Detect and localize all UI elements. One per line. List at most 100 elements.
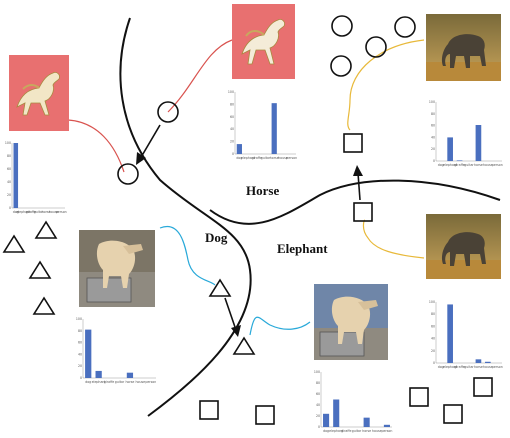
y-tick-label: 20 [431,147,435,151]
y-tick-label: 60 [230,115,234,119]
dog-sample-triangle [2,234,26,253]
x-tick-label: person [492,163,503,167]
horse-thumbnail [9,55,69,131]
region-label-horse: Horse [246,183,280,198]
horse-sample-circle [117,163,139,185]
bar-horse [475,359,482,363]
bar-dog [85,329,92,378]
y-tick-label: 80 [230,102,234,106]
dog-sample-triangle [28,260,52,279]
bar-house [485,361,491,363]
link-horse-left [67,119,125,173]
y-tick-label: 100 [314,370,320,374]
y-tick-label: 0 [433,159,435,163]
horse-sample-circle [330,55,352,77]
dog-sample-triangle [232,336,256,355]
x-tick-label: guitar [352,429,362,433]
arrow-elephant [357,172,361,201]
y-tick-label: 100 [429,300,435,304]
bar-dog [323,413,330,427]
x-tick-label: person [492,365,503,369]
arrow-horse [139,124,161,160]
chart-axis [234,92,296,155]
x-tick-label: giraffe [454,365,464,369]
dog-thumbnail [79,230,155,307]
y-tick-label: 0 [433,361,435,365]
y-tick-label: 60 [78,341,82,345]
dog-sample-triangle [34,220,58,239]
x-tick-label: house [136,380,146,384]
x-tick-label: dog [13,210,19,214]
x-tick-label: guitar [34,210,44,214]
y-tick-label: 20 [316,414,320,418]
y-tick-label: 60 [431,124,435,128]
x-tick-label: horse [474,365,483,369]
x-tick-label: elephant [329,429,344,433]
chart-axis [435,302,502,364]
chart-axis [320,372,392,428]
bar-horse [475,125,482,161]
link-elephant-bottom [362,219,425,259]
dog-sample-triangle [32,296,56,315]
arrow-dog [224,297,237,331]
link-dog-left [159,225,216,286]
bar-horse [363,417,370,427]
x-tick-label: house [49,210,59,214]
elephant-samples [199,133,493,425]
bar-person [383,424,390,427]
x-tick-label: giraffe [454,163,464,167]
y-tick-label: 60 [431,324,435,328]
x-tick-label: guitar [464,163,474,167]
link-dog-bottom [249,316,311,336]
x-tick-label: horse [125,380,134,384]
boundary-curve-main [119,17,252,417]
bar-elephant [447,304,453,363]
y-tick-label: 100 [76,317,82,321]
x-tick-label: giraffe [26,210,36,214]
y-tick-label: 0 [9,206,11,210]
elephant-thumbnail [426,14,501,81]
x-tick-label: elephant [241,156,256,160]
y-tick-label: 100 [5,141,11,145]
y-tick-label: 80 [78,329,82,333]
bar-giraffe [456,160,463,162]
y-tick-label: 20 [7,193,11,197]
elephant-sample-square [343,133,363,153]
y-tick-label: 20 [230,140,234,144]
x-tick-label: dog [85,380,91,384]
y-tick-label: 40 [7,180,11,184]
elephant-sample-square [353,202,373,222]
x-tick-label: guitar [115,380,125,384]
y-tick-label: 40 [431,337,435,341]
x-tick-label: dog [236,156,242,160]
x-tick-label: giraffe [104,380,114,384]
dog-thumbnail [314,284,388,360]
y-tick-label: 0 [318,425,320,429]
chart-axis [11,143,65,209]
bar-dog [236,144,242,154]
elephant-sample-square [409,387,429,407]
region-label-dog: Dog [205,230,228,245]
link-horse-center [167,39,233,113]
bar-dog [13,143,19,208]
dog-samples [2,220,256,355]
bar-horse [126,372,134,378]
y-tick-label: 60 [7,167,11,171]
region-label-elephant: Elephant [277,241,328,256]
chart-axis [82,319,156,379]
elephant-sample-square [443,404,463,424]
boundary-curve-branch [209,179,501,225]
chart-horse-left-svg: 020406080100dogelephantgiraffeguitarhors… [5,141,67,214]
x-tick-label: giraffe [252,156,262,160]
x-tick-label: elephant [443,163,458,167]
y-tick-label: 80 [316,381,320,385]
